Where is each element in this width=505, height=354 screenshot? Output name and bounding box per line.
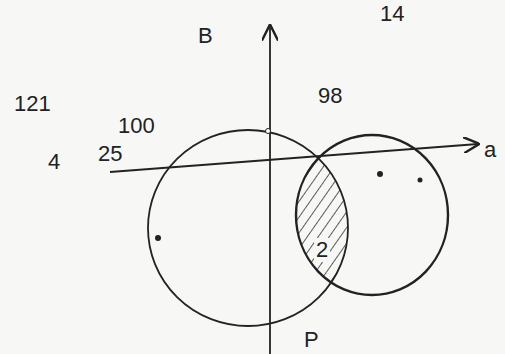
sketch-label: 2 xyxy=(314,238,330,262)
sketch-label: 98 xyxy=(316,84,344,108)
hatched-intersection xyxy=(296,135,448,295)
sketch-label: 25 xyxy=(96,142,124,166)
point xyxy=(377,171,383,177)
horizontal-axis xyxy=(110,144,478,172)
point xyxy=(155,235,161,241)
sketch-label: 100 xyxy=(116,114,157,138)
small-circle xyxy=(296,135,448,295)
sketch-label: a xyxy=(482,138,498,162)
sketch-label: P xyxy=(302,328,321,352)
point xyxy=(266,129,271,134)
sketch-label: 4 xyxy=(46,150,62,174)
point xyxy=(418,178,423,183)
vertical-axis xyxy=(269,26,271,354)
sketch-label: 14 xyxy=(378,2,406,26)
sketch-label: B xyxy=(196,24,215,48)
sketch-label: 121 xyxy=(12,92,53,116)
